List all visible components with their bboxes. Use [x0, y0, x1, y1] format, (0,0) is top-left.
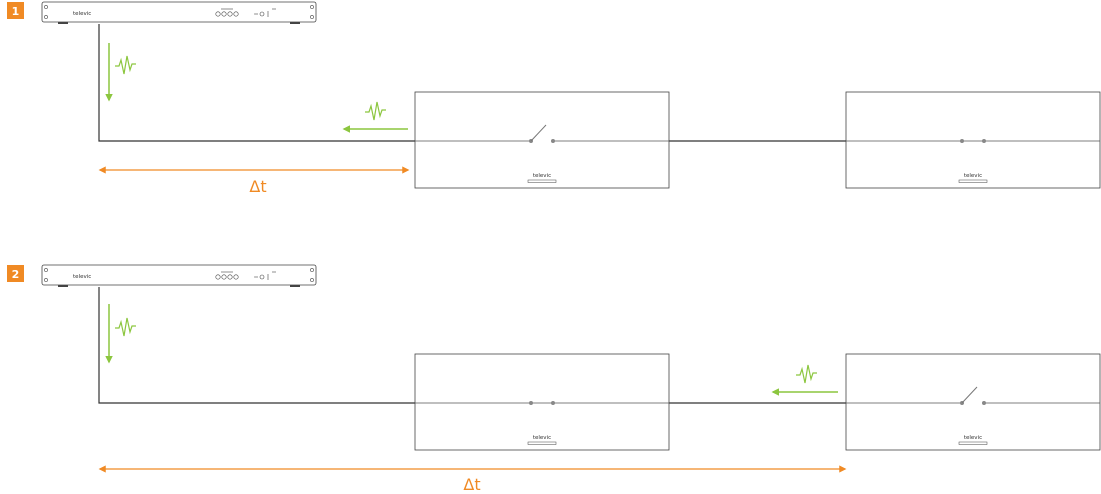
- scenario-1: 1 televic: [7, 1, 1101, 196]
- step-badge-number: 2: [12, 268, 20, 281]
- unit-connectors-icon: [215, 8, 239, 17]
- central-unit: televic: [41, 1, 317, 24]
- unit-controls-icon: [254, 271, 276, 280]
- step-badge-number: 1: [12, 5, 20, 18]
- unit-controls-icon: [254, 8, 276, 17]
- delegate-unit-2: televic: [845, 353, 1101, 451]
- signal-wave-icon: [796, 364, 817, 384]
- step-badge: 2: [7, 265, 24, 282]
- step-badge: 1: [7, 2, 24, 19]
- box1-brand-label: televic: [533, 173, 551, 179]
- unit-brand-label: televic: [73, 11, 91, 17]
- delta-t-label: Δt: [463, 475, 480, 494]
- delegate-unit-2: televic: [845, 91, 1101, 189]
- box1-brand-label: televic: [533, 435, 551, 441]
- scenario-2: 2 televic: [7, 264, 1101, 494]
- cable-left: [98, 287, 415, 404]
- box2-brand-label: televic: [964, 435, 982, 441]
- cable-left: [98, 24, 415, 142]
- unit-connectors-icon: [215, 271, 239, 280]
- unit-brand-label: televic: [73, 274, 91, 280]
- delegate-unit-1: televic: [414, 353, 670, 451]
- delta-t-label: Δt: [249, 177, 266, 196]
- signal-wave-icon: [115, 55, 136, 75]
- signal-wave-icon: [365, 101, 386, 121]
- delegate-unit-1: televic: [414, 91, 670, 189]
- switch-open-icon: [529, 124, 555, 143]
- central-unit: televic: [41, 264, 317, 287]
- switch-closed-icon: [960, 139, 986, 143]
- box2-brand-label: televic: [964, 173, 982, 179]
- signal-wave-icon: [115, 317, 136, 337]
- switch-closed-icon: [529, 401, 555, 405]
- switch-open-icon: [960, 386, 986, 405]
